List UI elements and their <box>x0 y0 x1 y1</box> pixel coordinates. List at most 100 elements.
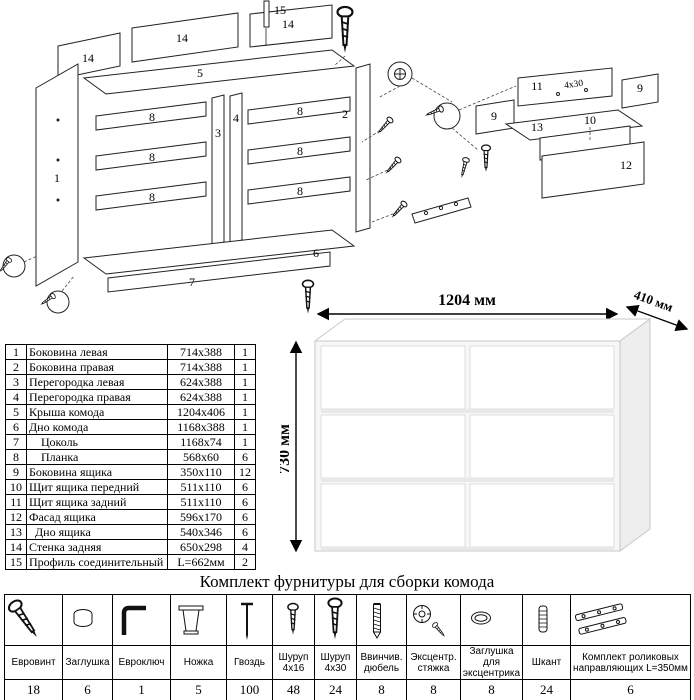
plug-icon <box>73 609 93 627</box>
drawer-front <box>469 483 615 548</box>
part-number: 15 <box>5 554 27 570</box>
screw-icon <box>382 155 403 177</box>
part-size: 596x170 <box>167 509 235 525</box>
part-number: 12 <box>5 509 27 525</box>
screw-icon <box>374 115 395 137</box>
part-name: Профиль соединительный <box>26 554 168 570</box>
part-qty: 1 <box>234 404 256 420</box>
part-qty: 1 <box>234 434 256 450</box>
diagram-label: 14 <box>82 51 94 65</box>
diagram-label: 14 <box>176 31 188 45</box>
dresser-side-face <box>619 318 651 552</box>
part-size: 540x346 <box>167 524 235 540</box>
hardware-qty: 8 <box>356 679 407 700</box>
plank-8 <box>247 136 351 165</box>
diagram-label: 8 <box>149 150 155 164</box>
part-size: 350x110 <box>167 464 235 480</box>
leader-lines <box>23 55 591 292</box>
diagram-label: 10 <box>584 113 596 127</box>
diagram-label: 6 <box>313 246 319 260</box>
screw-medium-icon <box>327 597 343 641</box>
part-name: Дно комода <box>26 419 168 435</box>
right-side-panel-2 <box>355 63 371 233</box>
plinth-7 <box>107 251 331 293</box>
drawer-group <box>475 67 659 199</box>
screw-icon <box>457 156 471 180</box>
diagram-label: 11 <box>531 79 543 93</box>
drawer-front <box>320 414 466 479</box>
plank-8 <box>95 141 207 171</box>
hardware-label: Ввинчив. дюбель <box>356 645 407 680</box>
hardware-callouts <box>0 5 492 315</box>
diagram-labels: 14 14 14 15 5 1 8 8 8 8 8 8 3 4 2 6 7 9 … <box>54 3 643 289</box>
diagram-label: 9 <box>637 81 643 95</box>
part-number: 10 <box>5 479 27 495</box>
part-number: 14 <box>5 539 27 555</box>
dowel-screw-icon <box>372 603 382 639</box>
plank-8 <box>247 96 351 125</box>
cam-cap-icon <box>471 611 491 625</box>
drawer-front <box>469 345 615 410</box>
part-number: 8 <box>5 449 27 465</box>
part-number: 7 <box>5 434 27 450</box>
diagram-label: 5 <box>197 66 203 80</box>
hardware-label: Комплект роликовых направляющих L=350мм <box>570 645 691 680</box>
screw-detail-callout-icon <box>433 102 461 130</box>
part-qty: 1 <box>234 359 256 375</box>
part-qty: 1 <box>234 419 256 435</box>
part-size: 624x388 <box>167 374 235 390</box>
euro-screw-icon <box>5 597 44 643</box>
diagram-label: 8 <box>297 144 303 158</box>
drawer-front <box>469 414 615 479</box>
hardware-qty: 24 <box>314 679 357 700</box>
part-number: 2 <box>5 359 27 375</box>
hardware-label: Шкант <box>522 645 571 680</box>
drawer-front <box>320 345 466 410</box>
diagram-label: 8 <box>297 184 303 198</box>
part-name: Дно ящика <box>26 524 168 540</box>
diagram-label: 8 <box>149 110 155 124</box>
diagram-label: 8 <box>297 104 303 118</box>
part-name: Перегородка левая <box>26 374 168 390</box>
depth-dimension-arrow <box>625 304 689 332</box>
part-size: 511x110 <box>167 479 235 495</box>
hardware-qty: 6 <box>62 679 113 700</box>
part-size: 650x298 <box>167 539 235 555</box>
part-name: Щит ящика передний <box>26 479 168 495</box>
hardware-label: Заглушка для эксцентрика <box>460 645 523 680</box>
part-qty: 12 <box>234 464 256 480</box>
part-qty: 4 <box>234 539 256 555</box>
part-size: 624x388 <box>167 389 235 405</box>
hardware-icons-row <box>4 594 691 646</box>
hardware-label: Ножка <box>170 645 227 680</box>
part-size: L=662мм <box>167 554 235 570</box>
hardware-labels-row: Евровинт Заглушка Евроключ Ножка Гвоздь … <box>4 645 691 680</box>
drawer-slides-icon <box>574 603 627 635</box>
part-qty: 1 <box>234 374 256 390</box>
part-size: 568x60 <box>167 449 235 465</box>
left-side-panel-1 <box>35 63 79 287</box>
part-number: 11 <box>5 494 27 510</box>
hardware-label: Гвоздь <box>226 645 273 680</box>
confirmat-screw-icon <box>336 5 354 54</box>
part-qty: 6 <box>234 509 256 525</box>
connecting-profile-15 <box>263 0 270 28</box>
cam-lock-icon <box>413 605 447 640</box>
leg-icon <box>178 605 204 635</box>
hardware-label: Шуруп 4x16 <box>272 645 315 680</box>
diagram-label: 3 <box>215 126 221 140</box>
diagram-label: 14 <box>282 17 294 31</box>
part-qty: 1 <box>234 389 256 405</box>
part-name: Стенка задняя <box>26 539 168 555</box>
hardware-kit-caption: Комплект фурнитуры для сборки комода <box>199 572 495 591</box>
wood-dowel-icon <box>538 605 548 633</box>
